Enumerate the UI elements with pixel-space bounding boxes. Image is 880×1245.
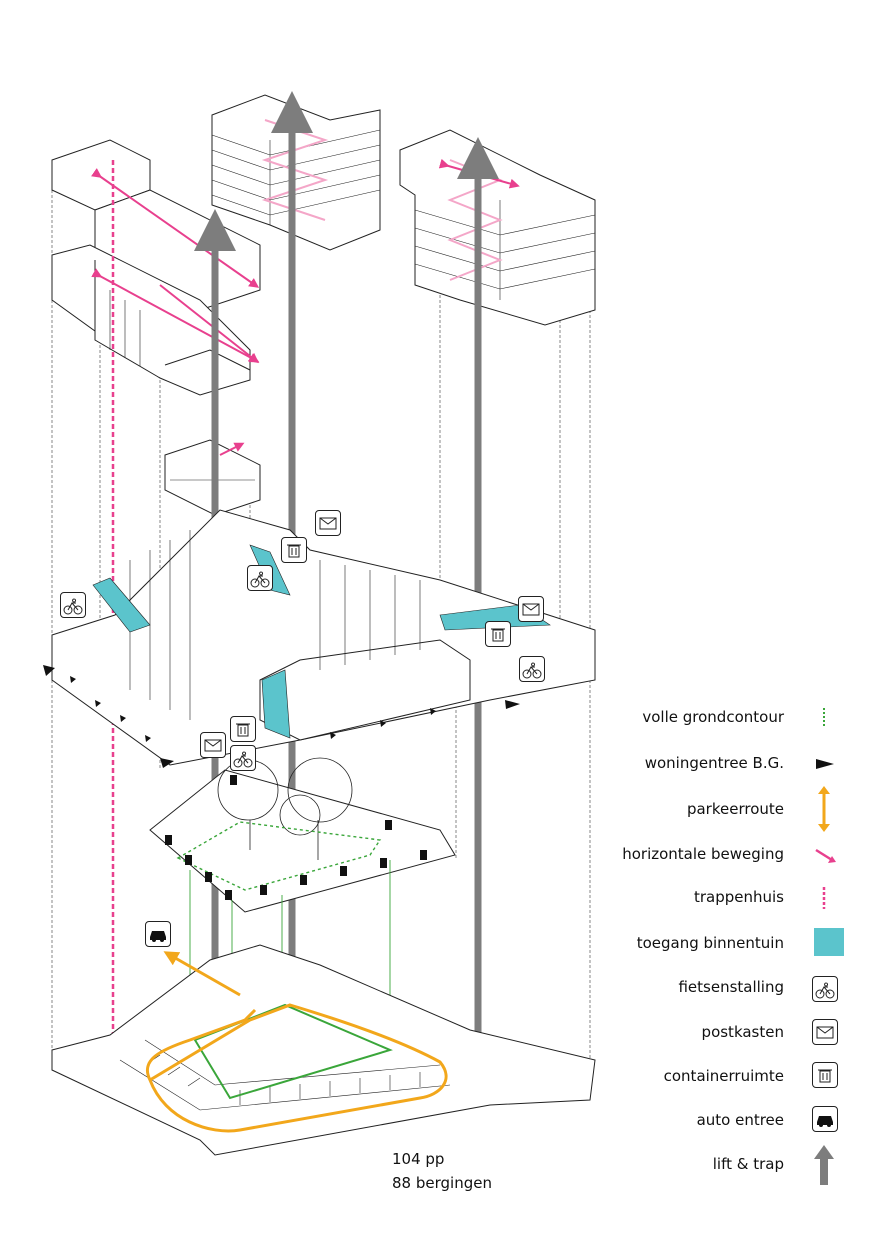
legend-label: postkasten <box>701 1023 784 1041</box>
legend-label: containerruimte <box>663 1067 784 1085</box>
mail-icon <box>812 1019 838 1045</box>
black-triangle-icon <box>816 759 834 769</box>
pink-arrow-icon <box>815 848 836 863</box>
garden-units <box>165 775 427 900</box>
legend-label: woningentree B.G. <box>644 754 784 772</box>
upper-tower-right-floors <box>414 200 596 300</box>
trash-icon <box>812 1062 838 1088</box>
garden-contour <box>176 821 382 891</box>
parking-route <box>146 951 448 1133</box>
mail-icon <box>315 510 341 536</box>
orange-double-arrow-icon <box>818 786 830 832</box>
mail-icon <box>518 596 544 622</box>
pink-dashed-line-icon <box>822 887 826 909</box>
bike-icon <box>519 656 545 682</box>
parking-level <box>51 944 596 1156</box>
trash-icon <box>230 716 256 742</box>
mail-icon <box>200 732 226 758</box>
legend-label: volle grondcontour <box>642 708 784 726</box>
entrance-triangles <box>43 665 520 768</box>
legend-label: lift & trap <box>712 1155 784 1173</box>
bike-icon <box>60 592 86 618</box>
grey-arrow-icon <box>814 1145 834 1185</box>
parking-stalls <box>119 1039 451 1111</box>
trash-icon <box>485 621 511 647</box>
legend-label: parkeerroute <box>686 800 784 818</box>
car-icon <box>145 921 171 947</box>
upper-tower-right <box>399 129 596 326</box>
ground-floor <box>51 509 596 766</box>
legend-label: auto entree <box>696 1111 784 1129</box>
green-dotted-line-icon <box>823 708 825 728</box>
legend-label: horizontale beweging <box>622 845 784 863</box>
bike-icon <box>247 565 273 591</box>
caption-line-2: 88 bergingen <box>392 1174 492 1192</box>
bike-icon <box>230 745 256 771</box>
legend-label: toegang binnentuin <box>636 934 784 952</box>
upper-tower-middle <box>211 94 381 251</box>
trash-icon <box>281 537 307 563</box>
teal-square-icon <box>814 928 844 956</box>
garden-level <box>149 769 456 913</box>
legend-label: trappenhuis <box>693 888 784 906</box>
caption-line-1: 104 pp <box>392 1150 445 1168</box>
bike-icon <box>812 976 838 1002</box>
car-icon <box>812 1106 838 1132</box>
legend-label: fietsenstalling <box>678 978 784 996</box>
